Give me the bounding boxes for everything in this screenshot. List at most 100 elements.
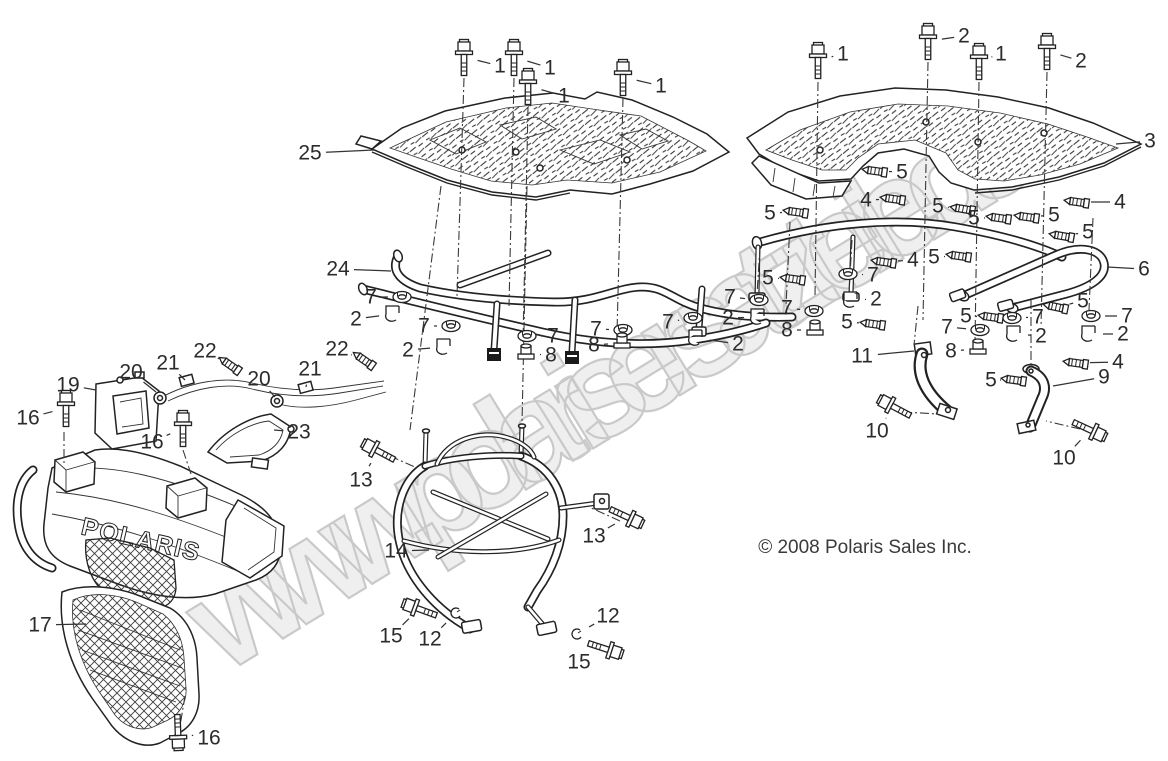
callout-number: 24 <box>326 258 350 281</box>
callout-number: 8 <box>945 340 957 363</box>
callout-number: 2 <box>1117 323 1129 346</box>
callout-number: 2 <box>350 308 362 331</box>
callout-8: 8 <box>517 343 557 367</box>
bolt-glyph <box>359 437 397 463</box>
callout-11: 11 <box>851 345 915 368</box>
screw-glyph <box>984 212 1013 225</box>
nut-glyph <box>749 293 769 307</box>
callout-number: 21 <box>156 352 179 375</box>
tube-foot <box>487 348 501 361</box>
rear-rack-drawing <box>745 87 1143 200</box>
callout-number: 1 <box>558 85 570 108</box>
callout-1: 1 <box>969 43 1007 81</box>
leader-line <box>166 433 171 436</box>
callout-22: 22 <box>325 338 378 372</box>
bolt-glyph <box>173 409 193 448</box>
callout-1: 1 <box>613 58 667 98</box>
rear-rack-surface <box>765 103 1120 182</box>
callout-1: 1 <box>454 38 506 78</box>
callout-5: 5 <box>764 202 810 225</box>
leader-line <box>143 381 157 393</box>
callout-number: 20 <box>247 368 270 391</box>
callout-15: 15 <box>567 639 625 674</box>
callout-5: 5 <box>932 195 977 218</box>
callout-number: 25 <box>298 142 321 165</box>
callout-2: 2 <box>1006 325 1047 348</box>
callout-15: 15 <box>379 597 439 648</box>
screw-glyph <box>352 351 378 372</box>
callout-24: 24 <box>326 258 392 281</box>
projection-lines <box>63 61 1094 727</box>
callout-number: 4 <box>907 249 919 272</box>
callout-8: 8 <box>945 338 987 363</box>
screw-glyph <box>878 193 907 206</box>
callout-2: 2 <box>402 338 451 362</box>
callout-number: 7 <box>590 318 602 341</box>
callout-3: 3 <box>1115 130 1156 153</box>
bolt-glyph <box>518 67 538 106</box>
callout-5: 5 <box>762 267 807 290</box>
callout-number: 2 <box>1075 50 1087 73</box>
callout-number: 22 <box>325 338 348 361</box>
callout-23: 23 <box>273 421 311 444</box>
leader-line <box>273 429 284 432</box>
callout-number: 15 <box>567 651 590 674</box>
callout-2: 2 <box>350 305 400 331</box>
callout-number: 4 <box>1112 351 1124 374</box>
callout-8: 8 <box>781 319 824 342</box>
callout-number: 10 <box>865 420 888 443</box>
leader-line <box>178 373 186 381</box>
washer-glyph <box>450 607 461 619</box>
callout-2: 2 <box>843 288 882 311</box>
callout-4: 4 <box>869 249 919 272</box>
locknut-glyph <box>969 338 987 355</box>
callout-5: 5 <box>1012 204 1060 227</box>
callout-number: 13 <box>582 525 605 548</box>
screw-glyph <box>1047 230 1076 244</box>
callout-number: 6 <box>1138 258 1150 281</box>
locknut-glyph <box>517 343 535 360</box>
brushguard-drawing <box>392 423 610 637</box>
screw-glyph <box>948 203 977 217</box>
callout-17: 17 <box>28 614 87 637</box>
leader-line <box>1069 302 1074 305</box>
callout-5: 5 <box>860 161 908 184</box>
callout-number: 5 <box>762 267 774 290</box>
callout-2: 2 <box>918 22 970 61</box>
callout-number: 1 <box>995 43 1007 66</box>
callout-7: 7 <box>781 297 824 320</box>
bolt-glyph <box>1037 32 1057 71</box>
front-bumper-drawing: POLARIS <box>12 448 285 746</box>
callout-number: 22 <box>193 340 216 363</box>
callout-number: 2 <box>958 25 970 48</box>
nut-glyph <box>1081 309 1101 323</box>
bumper-mount-bracket <box>53 451 96 493</box>
leader-line <box>588 623 595 628</box>
callout-16: 16 <box>168 713 221 752</box>
callout-7: 7 <box>418 315 461 338</box>
callout-number: 13 <box>349 469 372 492</box>
callout-number: 7 <box>867 264 879 287</box>
leader-line <box>956 327 967 330</box>
bolt-glyph <box>613 58 633 97</box>
bumper-mount-bracket <box>165 477 208 519</box>
callout-13: 13 <box>582 505 646 548</box>
callout-10: 10 <box>1052 418 1109 470</box>
callout-number: 4 <box>1114 191 1126 214</box>
leader-line <box>607 523 616 529</box>
callout-2: 2 <box>688 329 744 356</box>
callout-5: 5 <box>968 207 1013 230</box>
callout-7: 7 <box>1081 305 1133 328</box>
callout-number: 10 <box>1052 447 1075 470</box>
nut-glyph <box>838 267 858 281</box>
leader-line <box>1106 266 1135 270</box>
callout-4: 4 <box>860 189 907 212</box>
brace-9-drawing <box>1016 363 1050 435</box>
leader-line <box>305 384 308 388</box>
callout-number: 9 <box>1098 366 1110 389</box>
rear-extender-tube-drawing <box>948 244 1109 314</box>
bumper-side-wing <box>221 498 285 579</box>
callout-7: 7 <box>662 311 703 334</box>
